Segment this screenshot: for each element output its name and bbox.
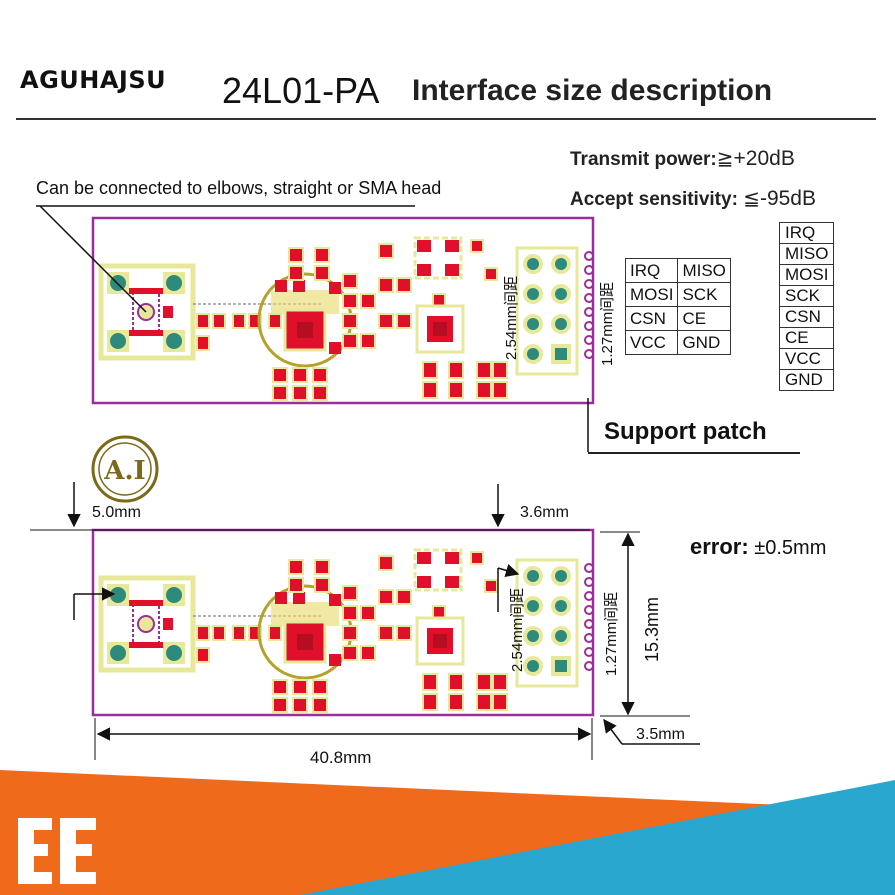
- pin-list-item: MISO: [778, 243, 835, 265]
- transmit-power-spec: Transmit power:≧+20dB: [570, 146, 795, 171]
- transmit-value: +20dB: [733, 147, 795, 170]
- pin-list-item: IRQ: [778, 222, 835, 244]
- brand-name: AGUHAJSU: [20, 66, 167, 94]
- pin-list-item: VCC: [778, 348, 835, 370]
- badge-text: A.I: [103, 456, 145, 486]
- patch-pitch-label-bottom: 1.27mm间距: [603, 591, 620, 676]
- company-logo-icon: [18, 818, 96, 884]
- pin-list-item: CSN: [778, 306, 835, 328]
- title-divider: [16, 118, 876, 120]
- transmit-label: Transmit power:: [570, 149, 717, 170]
- pin-cell: IRQ: [624, 258, 679, 283]
- pin-list-item: SCK: [778, 285, 835, 307]
- footer-banner: [0, 770, 895, 895]
- dim-right-offset: 3.6mm: [520, 504, 569, 521]
- pin-list-item: GND: [778, 369, 835, 391]
- support-patch-underline: [588, 452, 800, 454]
- pin-cell: VCC: [624, 330, 679, 355]
- accept-label: Accept sensitivity:: [570, 189, 738, 210]
- patch-pitch-label-top: 1.27mm间距: [599, 281, 616, 366]
- accept-value: -95dB: [759, 187, 816, 210]
- pin-cell: MISO: [677, 258, 731, 283]
- pin-cell: CE: [677, 306, 731, 331]
- title-model: 24L01-PA: [222, 70, 380, 111]
- pin-list-item: MOSI: [778, 264, 835, 286]
- support-patch-label: Support patch: [604, 418, 767, 445]
- pin-list: IRQ MISO MOSI SCK CSN CE VCC GND: [778, 222, 835, 391]
- error-label: error:: [690, 534, 749, 559]
- transmit-symbol: ≧: [716, 148, 734, 170]
- pin-list-item: CE: [778, 327, 835, 349]
- error-value: ±0.5mm: [754, 537, 827, 559]
- dim-height: 15.3mm: [642, 596, 662, 662]
- dim-edge: 3.5mm: [636, 726, 685, 743]
- page-title: Interface size description: [412, 74, 773, 107]
- pin-cell: GND: [677, 330, 731, 355]
- ai-badge-icon: A.I: [91, 435, 159, 503]
- pin-cell: CSN: [624, 306, 679, 331]
- dim-top-offset: 5.0mm: [92, 504, 141, 521]
- dim-width: 40.8mm: [310, 748, 372, 767]
- connector-callout: Can be connected to elbows, straight or …: [36, 178, 442, 198]
- pin-cell: SCK: [677, 282, 731, 307]
- pin-cell: MOSI: [624, 282, 679, 307]
- header-pitch-label-top: 2.54mm间距: [503, 275, 520, 360]
- accept-symbol: ≦: [743, 188, 760, 210]
- error-tolerance: error: ±0.5mm: [690, 534, 826, 560]
- accept-sensitivity-spec: Accept sensitivity: ≦-95dB: [570, 186, 816, 211]
- header-pitch-label-bottom: 2.54mm间距: [509, 587, 526, 672]
